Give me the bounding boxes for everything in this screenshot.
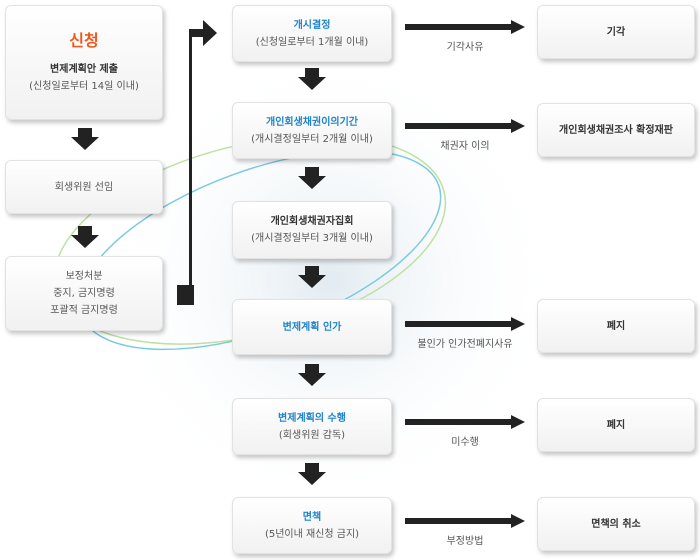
arrow-down-icon (71, 128, 99, 150)
step-execution-sub: (회생위원 감독) (278, 429, 346, 441)
step-meeting: 개인회생채권자집회 (개시결정일부터 3개월 이내) (232, 201, 392, 259)
outcome-abolish-1-text: 폐지 (606, 320, 626, 332)
step-commence: 개시결정 (신청일로부터 1개월 이내) (232, 5, 392, 62)
arrow-right-icon (405, 415, 525, 429)
step-meeting-title: 개인회생채권자집회 (270, 216, 354, 227)
step-preserve: 보정처분 중지, 금지명령 포괄적 금지명령 (5, 256, 163, 331)
step-execution-title: 변제계획의 수행 (278, 412, 346, 424)
step-approval-title: 변제계획 인가 (282, 321, 342, 333)
step-preserve-line1: 보정처분 (65, 271, 103, 282)
step-discharge-sub: (5년이내 재신청 금지) (264, 528, 360, 540)
arrow-right-icon (405, 514, 525, 528)
arrow-right-icon (405, 317, 525, 331)
step-commence-sub: (신청일로부터 1개월 이내) (255, 36, 369, 48)
arrow-down-icon (298, 463, 326, 485)
arrow-down-icon (298, 266, 326, 288)
step-execution: 변제계획의 수행 (회생위원 감독) (232, 398, 392, 455)
label-creditor-objection: 채권자 이의 (440, 141, 490, 152)
label-non-performance: 미수행 (451, 437, 479, 448)
label-rejection: 불인가 인가전폐지사유 (417, 339, 513, 350)
step-commence-title: 개시결정 (293, 19, 331, 31)
outcome-dismiss-text: 기각 (606, 26, 626, 38)
label-fraud: 부정방법 (446, 536, 484, 547)
step-meeting-sub: (개시결정일부터 3개월 이내) (251, 233, 373, 244)
step-objection: 개인회생채권이의기간 (개시결정일부터 2개월 이내) (232, 102, 392, 159)
step-objection-sub: (개시결정일부터 2개월 이내) (251, 133, 373, 145)
arrow-down-icon (298, 167, 326, 189)
step-objection-title: 개인회생채권이의기간 (266, 116, 358, 128)
outcome-revoke: 면책의 취소 (537, 497, 695, 551)
step-discharge: 면책 (5년이내 재신청 금지) (232, 497, 392, 554)
outcome-abolish-2-text: 폐지 (606, 419, 626, 431)
label-dismiss-reason: 기각사유 (446, 42, 484, 53)
step-apply-title: 신청 (69, 31, 99, 51)
outcome-abolish-1: 폐지 (537, 299, 695, 353)
step-apply: 신청 변제계획안 제출 (신청일로부터 14일 이내) (5, 5, 163, 120)
arrow-down-icon (298, 68, 326, 90)
step-preserve-line2: 중지, 금지명령 (53, 288, 115, 299)
arrow-right-icon (405, 20, 525, 34)
step-appoint-text: 회생위원 선임 (54, 181, 114, 193)
step-appoint: 회생위원 선임 (5, 160, 163, 214)
arrow-right-icon (405, 119, 525, 133)
step-approval: 변제계획 인가 (232, 299, 392, 355)
step-discharge-title: 면책 (302, 511, 322, 523)
outcome-abolish-2: 폐지 (537, 398, 695, 452)
step-apply-line2: (신청일로부터 14일 이내) (29, 80, 139, 92)
step-apply-line1: 변제계획안 제출 (50, 63, 118, 75)
arrow-down-icon (298, 364, 326, 386)
outcome-confirm-trial-text: 개인회생채권조사 확정재판 (559, 124, 673, 136)
outcome-dismiss: 기각 (537, 5, 695, 59)
outcome-confirm-trial: 개인회생채권조사 확정재판 (537, 103, 695, 157)
outcome-revoke-text: 면책의 취소 (591, 518, 641, 530)
connector-arrow-icon (177, 20, 217, 305)
step-preserve-line3: 포괄적 금지명령 (50, 305, 118, 316)
arrow-down-icon (71, 226, 99, 248)
